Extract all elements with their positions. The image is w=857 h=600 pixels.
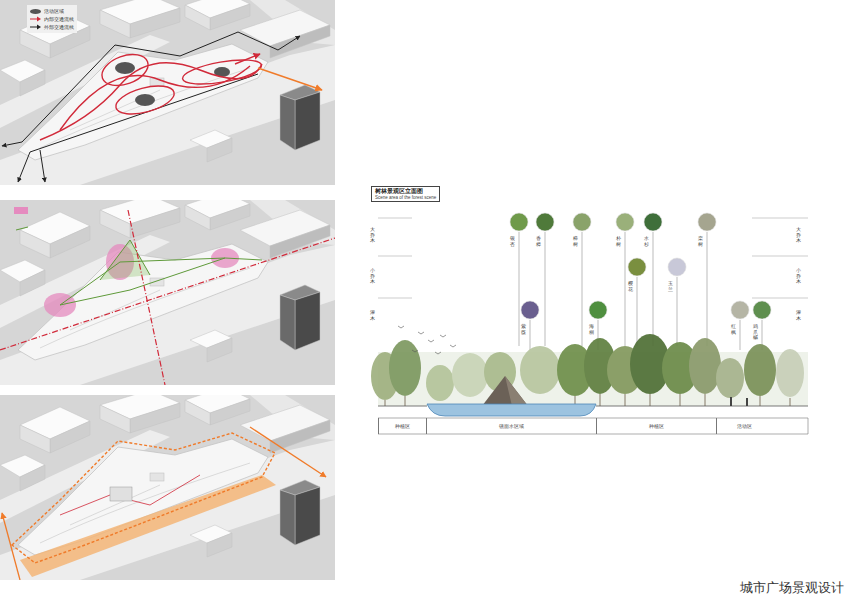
layer-label: 小乔木 [370,268,375,285]
plant-name: 榉树 [573,236,578,247]
legend-text: 外部交通流线 [44,24,74,30]
node-title: 树林景观区立面图 [375,188,436,195]
layer-label: 大乔木 [370,227,375,244]
node-title: 种植区 [649,423,664,429]
layer-label: 灌木 [796,310,801,321]
section-heading: 树林景观区立面图Scene area of the forest scene [371,186,440,202]
zone-band: 种植区 [378,418,426,434]
node-subtitle: Scene area of the forest scene [375,195,436,200]
plant-name: 银杏 [510,236,515,247]
plant-name: 香樟 [536,236,541,247]
legend-swatch [30,9,41,14]
legend-arrow-sample [30,24,41,30]
node-title: 镜面水区域 [499,423,524,429]
plant-name: 鸡爪槭 [753,324,758,341]
plant-name: 玉兰 [668,281,673,292]
legend-row: 内部交通流线 [30,15,74,23]
layer-label: 灌木 [370,310,375,321]
legend-text: 内部交通流线 [44,16,74,22]
plant-name: 樱花 [628,281,633,292]
zone-band: 活动区 [716,418,772,434]
legend-row: 外部交通流线 [30,23,74,31]
page-title: 城市广场景观设计 [740,579,844,597]
plant-name: 海桐 [589,324,594,335]
node-title: 种植区 [395,423,410,429]
zone-band: 镜面水区域 [426,418,596,434]
legend: 活动区域内部交通流线外部交通流线 [27,5,77,33]
plant-name: 朴树 [616,236,621,247]
layer-label: 大乔木 [796,227,801,244]
legend-text: 活动区域 [44,8,64,14]
plant-name: 紫薇 [521,324,526,335]
node-title: 活动区 [737,423,752,429]
layer-label: 小乔木 [796,268,801,285]
plant-name: 水杉 [644,236,649,247]
legend-row: 活动区域 [30,7,74,15]
plant-name: 栾树 [698,236,703,247]
plant-name: 红枫 [731,324,736,335]
zone-band: 种植区 [596,418,716,434]
legend-arrow-sample [30,16,41,22]
